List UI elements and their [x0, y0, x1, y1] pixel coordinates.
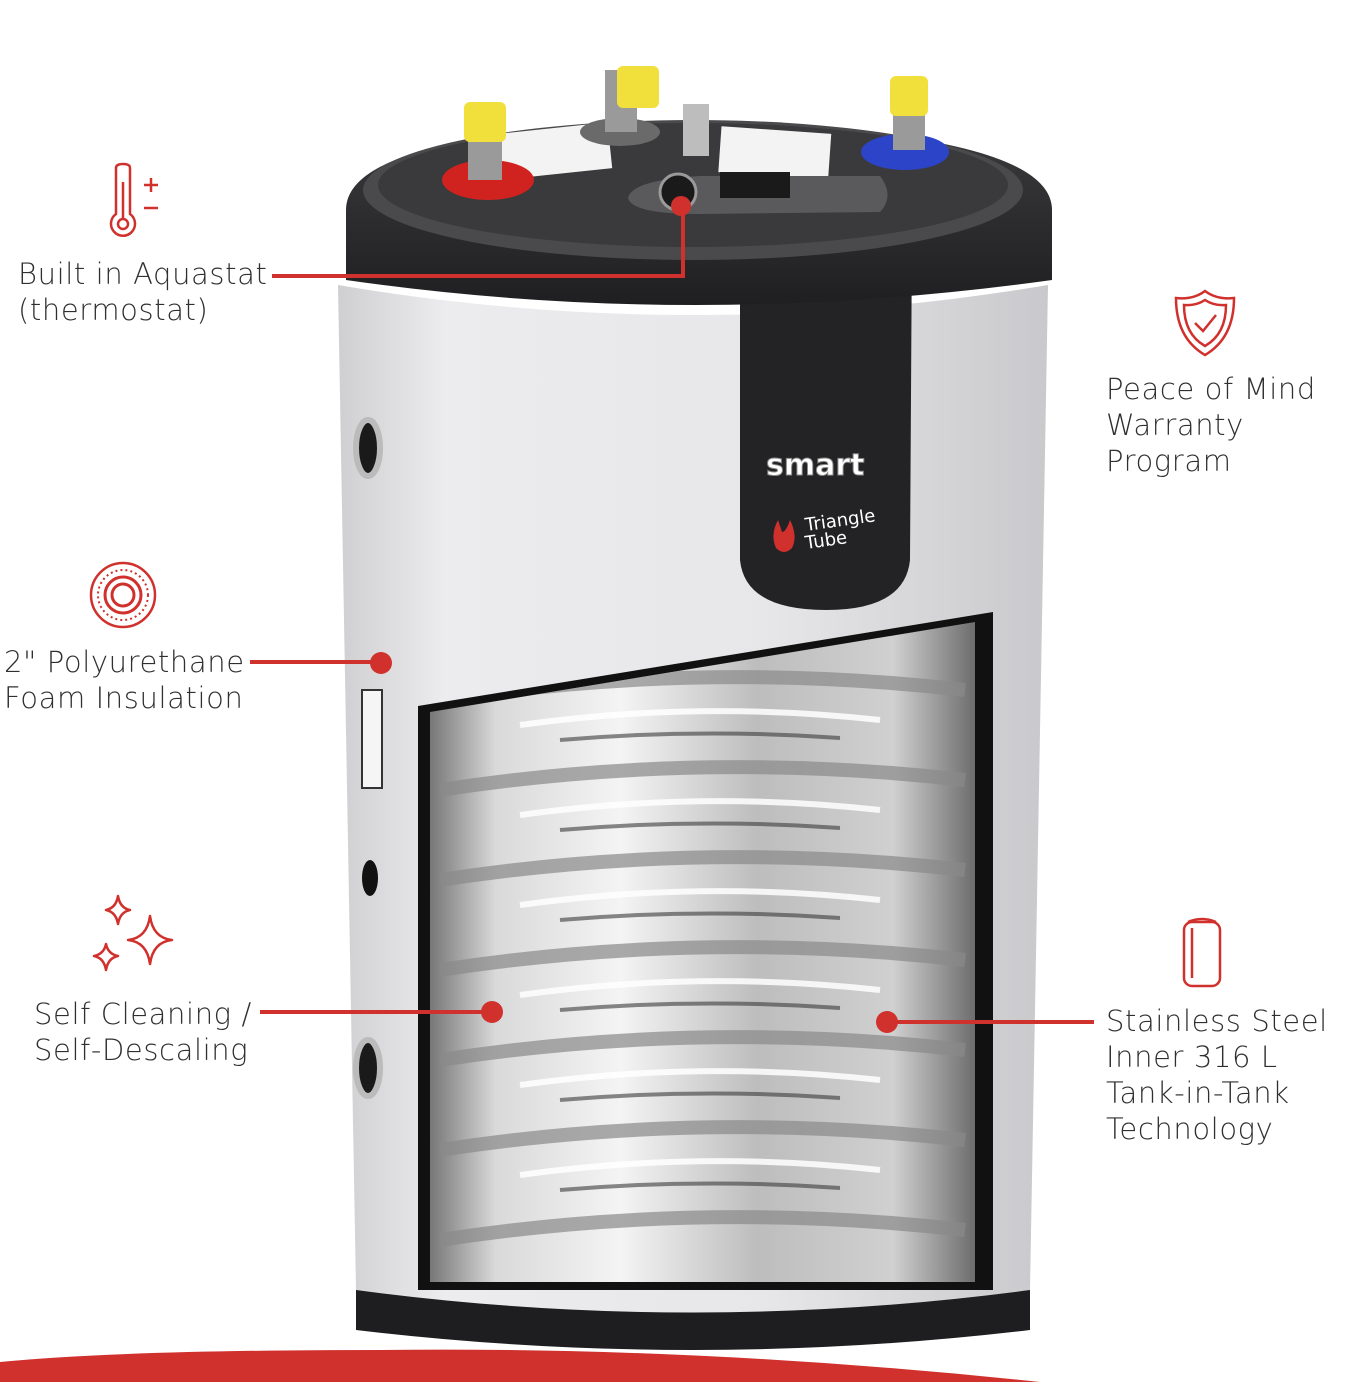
sparkles-icon [92, 894, 174, 972]
steel-line-2: Inner 316 L [1106, 1040, 1278, 1074]
front-badge-panel [740, 230, 912, 610]
cold-inlet-connector [861, 134, 949, 170]
aquastat-feature-label: Built in Aquastat (thermostat) [18, 256, 267, 328]
warranty-feature-label: Peace of Mind Warranty Program [1106, 371, 1316, 479]
steel-feature-label: Stainless Steel Inner 316 L Tank-in-Tank… [1106, 1003, 1328, 1147]
aquastat-callout-dot [671, 196, 691, 216]
warranty-line-3: Program [1106, 444, 1232, 478]
insulation-callout-dot [370, 652, 392, 674]
insulation-rings-icon [89, 561, 157, 629]
aquastat-line-1: Built in Aquastat [18, 257, 268, 291]
warranty-line-2: Warranty [1106, 408, 1244, 442]
cleaning-line-1: Self Cleaning / [34, 997, 252, 1031]
steel-line-4: Technology [1106, 1112, 1274, 1146]
cleaning-line-2: Self-Descaling [34, 1033, 249, 1067]
shield-check-icon [1174, 289, 1236, 357]
insulation-line-1: 2" Polyurethane [4, 645, 245, 679]
thermometer-icon [109, 162, 158, 237]
insulation-line-2: Foam Insulation [4, 681, 244, 715]
flame-logo-icon [773, 520, 795, 552]
steel-line-3: Tank-in-Tank [1106, 1076, 1290, 1110]
cylinder-tank-icon [1182, 917, 1222, 988]
cleaning-callout-dot [481, 1001, 503, 1023]
inner-steel-tank [430, 622, 975, 1282]
cleaning-feature-label: Self Cleaning / Self-Descaling [34, 996, 252, 1068]
insulation-feature-label: 2" Polyurethane Foam Insulation [4, 644, 245, 716]
red-swoosh [0, 1349, 1040, 1382]
steel-callout-dot [876, 1011, 898, 1033]
steel-line-1: Stainless Steel [1106, 1004, 1328, 1038]
aquastat-line-2: (thermostat) [18, 293, 209, 327]
warranty-line-1: Peace of Mind [1106, 372, 1316, 406]
smart-logo-text: smart [766, 448, 865, 483]
